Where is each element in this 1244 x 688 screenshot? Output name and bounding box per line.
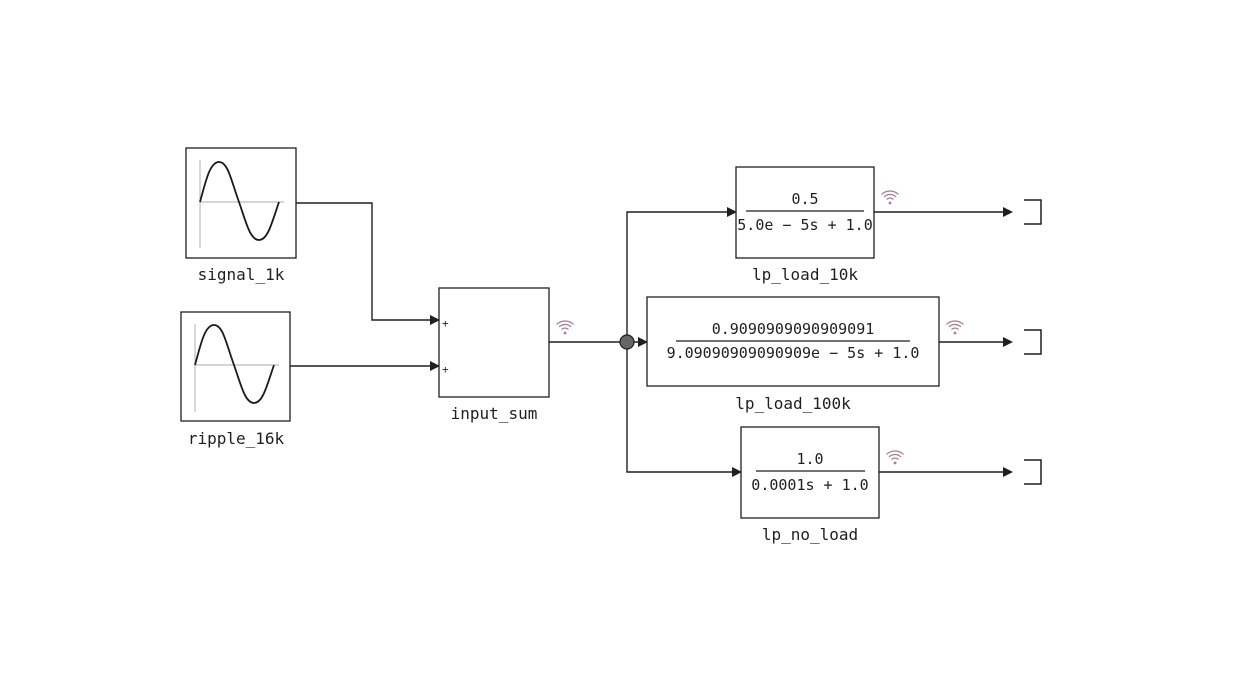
block-input-sum-body[interactable] [438,287,550,398]
arrow-head [732,467,742,477]
block-signal-1k-body[interactable] [185,147,297,259]
transfer-denominator: 0.0001s + 1.0 [751,476,868,494]
block-label: ripple_16k [188,429,285,448]
arrow-head [1003,337,1013,347]
wire-junction-to-lp-load-10k[interactable] [626,211,727,342]
block-lp-load-10k[interactable]: 0.5 5.0e − 5s + 1.0 lp_load_10k [735,166,875,284]
block-label: lp_no_load [762,525,858,544]
terminator-icon[interactable] [1024,459,1042,485]
connections [290,202,1013,477]
block-lp-no-load[interactable]: 1.0 0.0001s + 1.0 lp_no_load [740,426,880,544]
block-label: signal_1k [198,265,285,284]
arrow-head [430,361,440,371]
block-input-sum[interactable]: + + input_sum [438,287,550,423]
block-ripple-16k-body[interactable] [180,311,291,422]
block-label: lp_load_100k [735,394,851,413]
terminator-icon[interactable] [1024,199,1042,225]
wifi-signal-icon[interactable] [556,320,574,335]
arrow-head [1003,467,1013,477]
transfer-numerator: 0.9090909090909091 [712,320,875,338]
port-sign-1: + [442,317,449,330]
block-label: lp_load_10k [752,265,858,284]
terminator-icon[interactable] [1024,329,1042,355]
block-signal-1k[interactable]: signal_1k [185,147,297,284]
arrow-head [430,315,440,325]
transfer-numerator: 0.5 [791,190,818,208]
transfer-denominator: 9.09090909090909e − 5s + 1.0 [667,344,920,362]
arrow-head [727,207,737,217]
block-lp-load-10k-body[interactable] [735,166,875,259]
wire-signal-to-sum[interactable] [296,202,430,321]
sine-wave-icon [199,160,284,248]
junction-dot-icon[interactable] [619,334,635,350]
port-sign-2: + [442,363,449,376]
block-label: input_sum [451,404,538,423]
wifi-signal-icon[interactable] [881,190,899,205]
block-ripple-16k[interactable]: ripple_16k [180,311,291,448]
wifi-signal-icon[interactable] [886,450,904,465]
wifi-signal-icon[interactable] [946,320,964,335]
arrow-head [638,337,648,347]
transfer-numerator: 1.0 [796,450,823,468]
wire-junction-to-lp-no-load[interactable] [626,342,732,473]
block-lp-load-100k[interactable]: 0.9090909090909091 9.09090909090909e − 5… [646,296,940,413]
transfer-denominator: 5.0e − 5s + 1.0 [737,216,872,234]
arrow-head [1003,207,1013,217]
sine-wave-icon [194,324,279,412]
block-lp-no-load-body[interactable] [740,426,880,519]
